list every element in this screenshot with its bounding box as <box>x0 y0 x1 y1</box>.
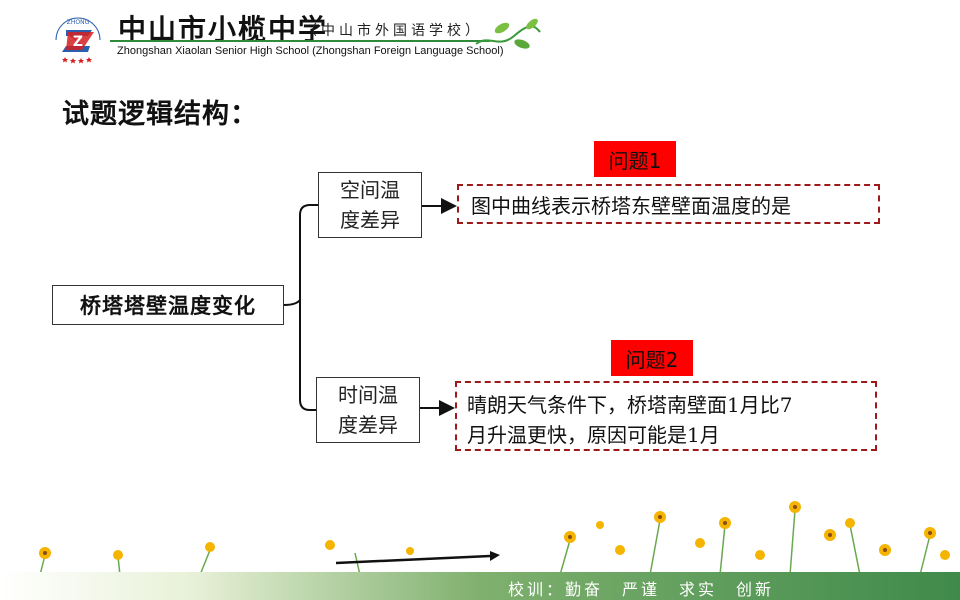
branch-spatial-line1: 空间温 <box>340 178 400 202</box>
question-1-box: 图中曲线表示桥塔东壁壁面温度的是 <box>457 184 880 224</box>
vine-decoration-icon <box>474 14 544 59</box>
question-2-box: 晴朗天气条件下，桥塔南壁面1月比7 月升温更快，原因可能是1月 <box>455 381 877 451</box>
root-topic-box: 桥塔塔壁温度变化 <box>52 285 284 325</box>
header-divider <box>110 40 490 42</box>
branch-temporal-box: 时间温 度差异 <box>316 377 420 443</box>
school-logo: ZHONG Z <box>48 10 108 64</box>
footer-band <box>0 572 960 600</box>
question-2-line2: 月升温更快，原因可能是1月 <box>467 423 720 447</box>
branch-spatial-box: 空间温 度差异 <box>318 172 422 238</box>
school-name-en: Zhongshan Xiaolan Senior High School (Zh… <box>117 45 504 57</box>
question-1-tag: 问题1 <box>594 141 676 177</box>
svg-text:ZHONG: ZHONG <box>67 19 90 26</box>
question-2-tag: 问题2 <box>611 340 693 376</box>
svg-text:Z: Z <box>73 34 83 50</box>
school-name-cn-sub: （中山市外国语学校） <box>303 23 483 39</box>
branch-temporal-line2: 度差异 <box>338 413 398 437</box>
flower-decoration-icon <box>39 501 950 575</box>
branch-temporal-line1: 时间温 <box>338 383 398 407</box>
slide-title: 试题逻辑结构： <box>62 99 258 130</box>
branch-spatial-line2: 度差异 <box>340 208 400 232</box>
question-2-line1: 晴朗天气条件下，桥塔南壁面1月比7 <box>467 393 793 417</box>
school-motto: 校训：勤奋 严谨 求实 创新 <box>508 580 775 599</box>
